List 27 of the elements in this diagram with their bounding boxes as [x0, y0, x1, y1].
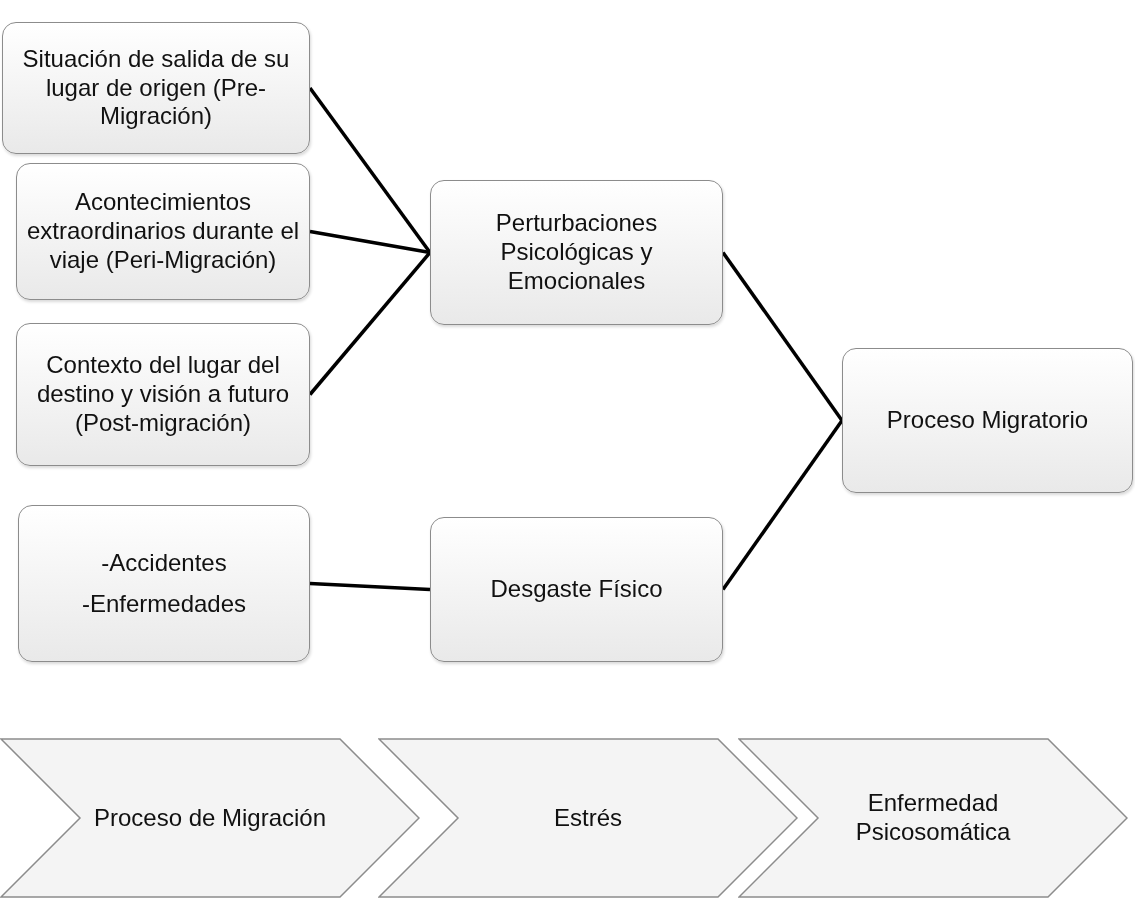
node-label: Estrés	[554, 803, 622, 833]
node-label: Desgaste Físico	[490, 575, 663, 604]
node-label: Situación de salida de su lugar de origen (Pre-Migración)	[21, 44, 291, 132]
process-box	[16, 323, 310, 466]
node-label: Enfermedad Psicosomática	[854, 789, 1012, 847]
node-label: Proceso Migratorio	[886, 406, 1089, 435]
node-label: -Enfermedades	[81, 589, 247, 619]
node-label: Proceso de Migración	[93, 803, 327, 833]
process-box	[430, 180, 723, 325]
connector-line	[308, 251, 432, 396]
node-label: Contexto del lugar del destino y visión a futuro (Post-migración)	[35, 351, 291, 438]
node-label: Acontecimientos extraordinarios durante el viaje (Peri-Migración)	[25, 188, 301, 275]
process-box	[842, 348, 1133, 493]
chevron-step	[738, 738, 1128, 898]
connector-line	[721, 419, 844, 591]
connector-line	[309, 581, 431, 592]
chevron-step	[0, 738, 420, 898]
chevron-step	[378, 738, 798, 898]
process-box	[16, 163, 310, 300]
process-box	[18, 505, 310, 662]
node-label: Perturbaciones Psicológicas y Emocionales	[494, 209, 659, 296]
connector-line	[721, 251, 844, 422]
connector-line	[309, 229, 431, 255]
process-box	[2, 22, 310, 154]
connector-line	[308, 86, 432, 254]
node-label: -Accidentes	[101, 548, 227, 578]
process-box	[430, 517, 723, 662]
